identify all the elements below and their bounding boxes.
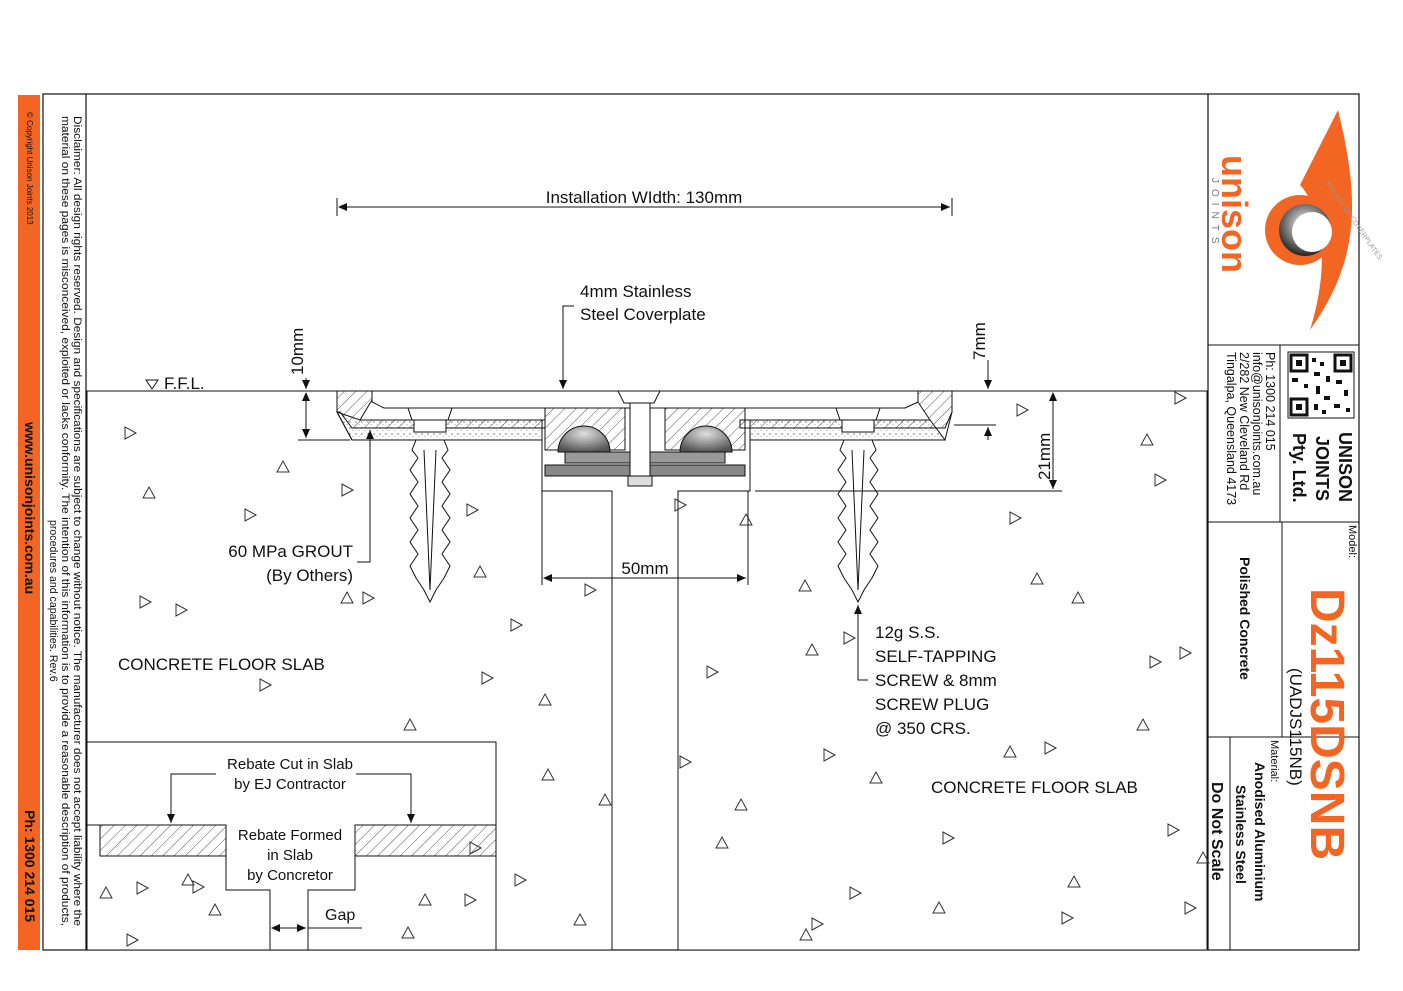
slab-label-right: CONCRETE FLOOR SLAB [931,778,1138,797]
finish-label: Polished Concrete [1237,557,1253,680]
rubber-seal-left [557,425,611,453]
dimension-50mm [541,491,749,585]
disclaimer-line-1: Disclaimer: All design rights reserved. … [71,116,83,926]
unison-logo [1265,110,1353,330]
coverplate-leader [559,305,574,389]
company-name-2: JOINTS [1312,436,1332,501]
disclaimer-line-2: material on these pages is misconceived,… [59,116,71,926]
qr-code [1287,351,1355,419]
dimension-21mm [755,390,1062,492]
rebate-formed-label-3: by Concretor [247,867,333,884]
contact-phone: Ph: 1300 214 015 [1263,352,1277,451]
scale-note: Do Not Scale [1208,782,1225,881]
rebate-inset [86,741,497,951]
company-name-3: Pty. Ltd. [1289,433,1309,503]
website-text: www.unisonjoints.com.au [22,421,38,594]
gap-label: Gap [325,907,355,924]
screw-label-5: @ 350 CRS. [875,719,971,738]
material-line-1: Anodised Aluminium [1252,762,1268,901]
screw-plug-right [835,407,881,604]
dimension-7mm-label: 7mm [970,322,989,360]
slab-label-left: CONCRETE FLOOR SLAB [118,655,325,674]
disclaimer-line-3: procedures and capabilities. Rev.6 [47,520,59,682]
installation-width-label: Installation WIdth: 130mm [546,188,743,207]
copyright-text: © Copyright Unison Joints 2013 [25,112,34,225]
screw-label-1: 12g S.S. [875,623,940,642]
contact-email: info@unisonjoints.com.au [1250,352,1264,495]
rebate-formed-label-2: in Slab [267,847,313,864]
dimension-7mm [954,360,996,440]
ffl-marker [145,379,159,390]
material-line-2: Stainless Steel [1233,785,1249,884]
screw-plug-left [407,407,453,604]
dimension-50mm-label: 50mm [621,559,668,578]
installation-width-dimension [336,198,953,216]
contact-address-1: 2/282 New Cleveland Rd [1237,352,1251,490]
dimension-10mm-label: 10mm [288,328,307,375]
rebate-cut-label-2: by EJ Contractor [234,776,346,793]
ffl-label: F.F.L. [164,374,205,393]
rebate-formed-label-1: Rebate Formed [238,827,342,844]
strip-phone-text: Ph: 1300 214 015 [22,810,38,922]
screw-leader [854,605,868,681]
rebate-cut-label-1: Rebate Cut in Slab [227,756,353,773]
contact-address-2: Tingalpa, Queensland 4173 [1224,352,1238,505]
model-code: Dz115DSNB [1300,588,1353,860]
orange-side-strip [18,95,40,950]
dimension-21mm-label: 21mm [1035,433,1054,480]
model-subcode: (UADJS115NB) [1286,668,1305,786]
logo-subtitle: JOINTS [1209,178,1220,250]
grout-label-2: (By Others) [266,566,353,585]
coverplate-label-1: 4mm Stainless [580,282,691,301]
screw-label-4: SCREW PLUG [875,695,989,714]
grout-label-1: 60 MPa GROUT [228,542,353,561]
company-name-1: UNISON [1335,432,1355,502]
material-label: Material: [1268,740,1280,782]
model-label: Model: [1346,525,1358,558]
grout-leader [357,430,374,563]
dimension-10mm [298,378,350,441]
center-bolt [617,390,661,487]
logo-wordmark: unison [1214,155,1255,273]
rubber-seal-right [679,425,733,453]
screw-label-3: SCREW & 8mm [875,671,997,690]
screw-label-2: SELF-TAPPING [875,647,997,666]
coverplate-label-2: Steel Coverplate [580,305,706,324]
